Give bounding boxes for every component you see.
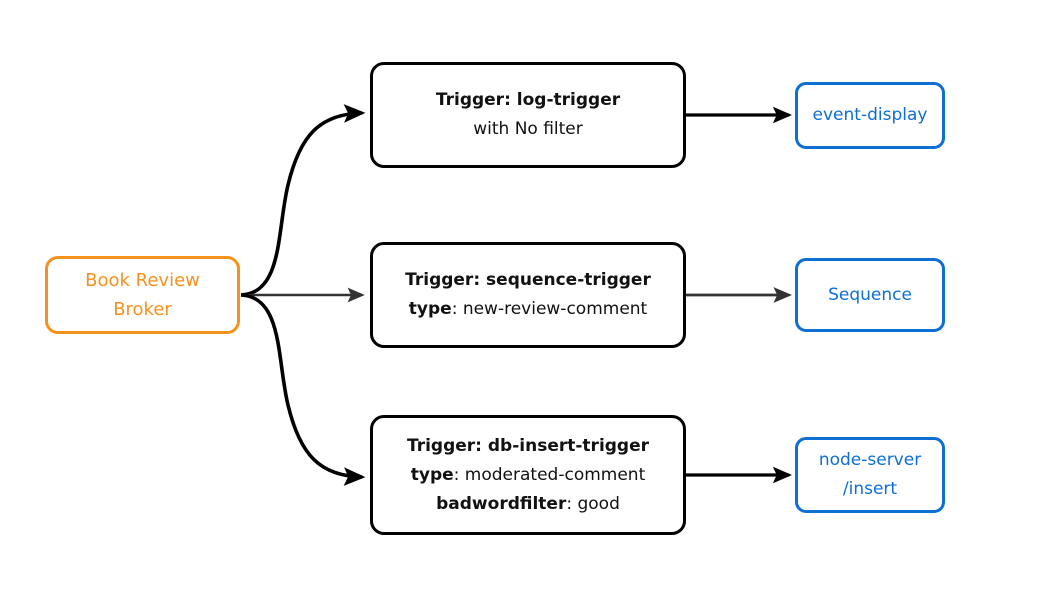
node-server-label-line1: node-server bbox=[818, 450, 922, 470]
log-trigger-filter: with No filter bbox=[473, 115, 583, 144]
sequence-trigger-type: type: new-review-comment bbox=[409, 295, 647, 324]
node-trigger-db-insert-trigger[interactable]: Trigger: db-insert-trigger type: moderat… bbox=[370, 415, 686, 535]
log-trigger-title-value: log-trigger bbox=[516, 90, 621, 110]
node-trigger-log-trigger[interactable]: Trigger: log-trigger with No filter bbox=[370, 62, 686, 168]
log-trigger-title: Trigger: log-trigger bbox=[436, 86, 620, 115]
db-insert-trigger-type: type: moderated-comment bbox=[411, 461, 646, 490]
db-insert-trigger-type-label: type bbox=[410, 464, 454, 485]
broker-label-line1: Book Review bbox=[85, 270, 200, 291]
db-insert-trigger-badwordfilter-value: : good bbox=[566, 493, 620, 514]
db-insert-trigger-badwordfilter-label: badwordfilter bbox=[436, 493, 567, 514]
sequence-trigger-type-value: : new-review-comment bbox=[451, 299, 648, 319]
sequence-trigger-title-label: Trigger: bbox=[405, 270, 481, 290]
db-insert-trigger-type-value: : moderated-comment bbox=[453, 464, 646, 485]
db-insert-trigger-title-value: db-insert-trigger bbox=[487, 435, 650, 456]
event-display-label: event-display bbox=[812, 105, 928, 125]
sequence-trigger-title: Trigger: sequence-trigger bbox=[405, 266, 651, 295]
db-insert-trigger-badwordfilter: badwordfilter: good bbox=[436, 490, 620, 519]
db-insert-trigger-title: Trigger: db-insert-trigger bbox=[407, 432, 649, 461]
broker-label-line2: Broker bbox=[113, 299, 172, 320]
sequence-trigger-type-label: type bbox=[408, 299, 452, 319]
node-trigger-sequence-trigger[interactable]: Trigger: sequence-trigger type: new-revi… bbox=[370, 242, 686, 348]
node-service-sequence[interactable]: Sequence bbox=[795, 258, 945, 332]
node-service-node-server-insert[interactable]: node-server /insert bbox=[795, 437, 945, 513]
sequence-label: Sequence bbox=[828, 284, 912, 305]
edge-broker-to-log-trigger bbox=[240, 104, 366, 297]
db-insert-trigger-title-label: Trigger: bbox=[406, 435, 482, 456]
sequence-trigger-title-value: sequence-trigger bbox=[486, 270, 651, 290]
node-book-review-broker[interactable]: Book Review Broker bbox=[45, 256, 240, 334]
log-trigger-filter-label: with No filter bbox=[473, 119, 583, 139]
node-server-label-line2: /insert bbox=[842, 479, 898, 499]
node-service-event-display[interactable]: event-display bbox=[795, 82, 945, 149]
edge-broker-to-db-insert-trigger bbox=[240, 293, 366, 486]
log-trigger-title-label: Trigger: bbox=[435, 90, 511, 110]
